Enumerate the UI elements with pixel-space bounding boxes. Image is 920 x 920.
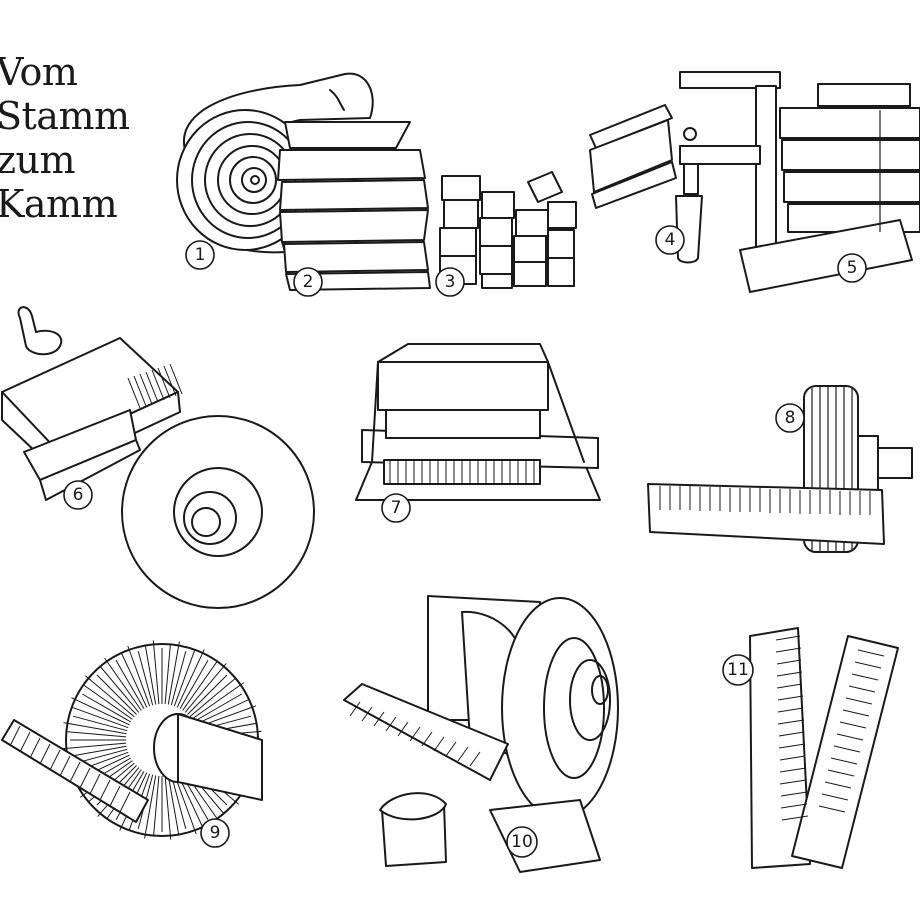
title-line-3: zum: [0, 138, 76, 182]
polishing-wheel-icon: [343, 595, 619, 873]
step-badge: 5: [837, 253, 867, 283]
step-number: 11: [727, 660, 749, 680]
title-line-2: Stamm: [0, 94, 130, 138]
step-number: 2: [303, 272, 314, 292]
step-badge: 2: [293, 267, 323, 297]
step-number: 10: [511, 832, 533, 852]
step-badge: 7: [381, 493, 411, 523]
step-number: 9: [210, 823, 221, 843]
circular-saw-icon: [1, 306, 315, 609]
step-badge: 3: [435, 267, 465, 297]
step-number: 1: [195, 245, 206, 265]
step-badge: 9: [200, 818, 230, 848]
tooth-cutting-jig-icon: [355, 343, 601, 501]
finished-combs-icon: [749, 627, 899, 869]
step-badge: 4: [655, 225, 685, 255]
clamp-icon: [589, 71, 781, 275]
step-badge: 11: [722, 654, 754, 686]
wire-brush-wheel-icon: [1, 640, 263, 840]
step-number: 7: [391, 498, 402, 518]
step-badge: 6: [63, 480, 93, 510]
wood-blocks-icon: [439, 171, 577, 289]
title-line-4: Kamm: [0, 182, 118, 226]
planks-stack-icon: [277, 121, 431, 291]
step-badge: 8: [775, 403, 805, 433]
step-badge: 1: [185, 240, 215, 270]
step-number: 3: [445, 272, 456, 292]
diagram-title: Vom Stamm zum Kamm: [0, 50, 130, 226]
step-number: 8: [785, 408, 796, 428]
title-line-1: Vom: [0, 50, 78, 94]
log-slices-icon: [176, 72, 374, 254]
comb-blanks-stack-icon: [739, 83, 920, 293]
step-number: 5: [847, 258, 858, 278]
step-badge: 10: [506, 826, 538, 858]
step-number: 6: [73, 485, 84, 505]
step-number: 4: [665, 230, 676, 250]
gang-saw-icon: [647, 385, 913, 553]
